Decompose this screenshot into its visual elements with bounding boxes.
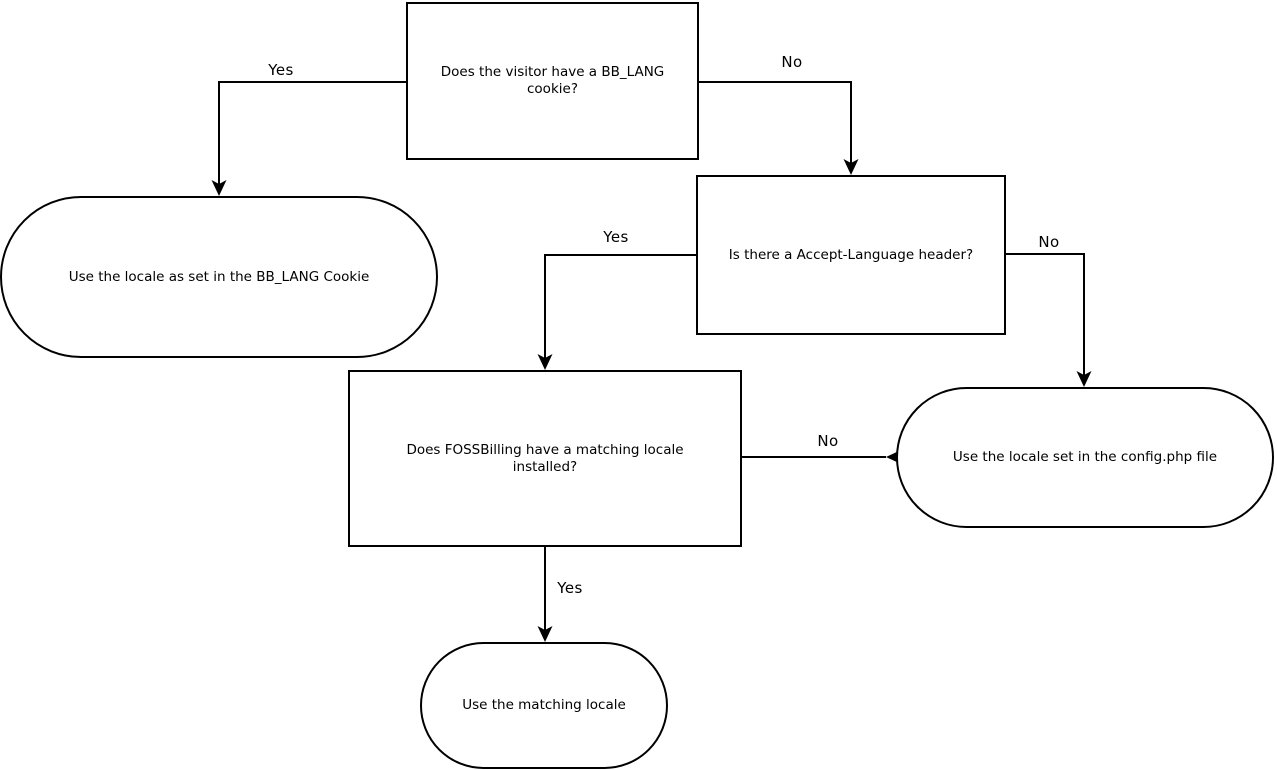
edge-matching-yes <box>537 547 553 642</box>
arrowhead-down-icon <box>537 354 553 370</box>
node-matching-question: Does FOSSBilling have a matching locale … <box>348 370 742 547</box>
arrowhead-down-icon <box>537 626 553 642</box>
edge-label-cookie-no: No <box>781 53 803 71</box>
edge-label-matching-yes: Yes <box>557 579 583 597</box>
edge-label-matching-no: No <box>817 432 839 450</box>
arrowhead-down-icon <box>843 159 859 175</box>
node-config-result-label: Use the locale set in the config.php fil… <box>952 449 1218 466</box>
arrowhead-down-icon <box>211 180 227 196</box>
node-matching-result-label: Use the matching locale <box>462 697 626 714</box>
node-cookie-result: Use the locale as set in the BB_LANG Coo… <box>0 196 438 358</box>
edge-cookie-yes <box>211 81 406 196</box>
node-header-question: Is there a Accept-Language header? <box>696 175 1006 335</box>
node-cookie-result-label: Use the locale as set in the BB_LANG Coo… <box>68 268 370 285</box>
node-header-question-label: Is there a Accept-Language header? <box>728 246 974 263</box>
edge-matching-no <box>742 449 902 465</box>
node-cookie-question: Does the visitor have a BB_LANG cookie? <box>406 2 699 160</box>
arrowhead-down-icon <box>1076 371 1092 387</box>
edge-header-yes <box>537 254 696 370</box>
node-matching-result: Use the matching locale <box>420 642 668 769</box>
edge-header-no <box>1005 253 1092 387</box>
node-config-result: Use the locale set in the config.php fil… <box>896 387 1274 528</box>
edge-label-header-no: No <box>1038 233 1060 251</box>
edge-label-cookie-yes: Yes <box>268 61 294 79</box>
edge-label-header-yes: Yes <box>603 228 629 246</box>
edge-cookie-no <box>698 81 859 175</box>
node-cookie-question-label: Does the visitor have a BB_LANG cookie? <box>440 64 665 97</box>
node-matching-question-label: Does FOSSBilling have a matching locale … <box>406 441 684 475</box>
